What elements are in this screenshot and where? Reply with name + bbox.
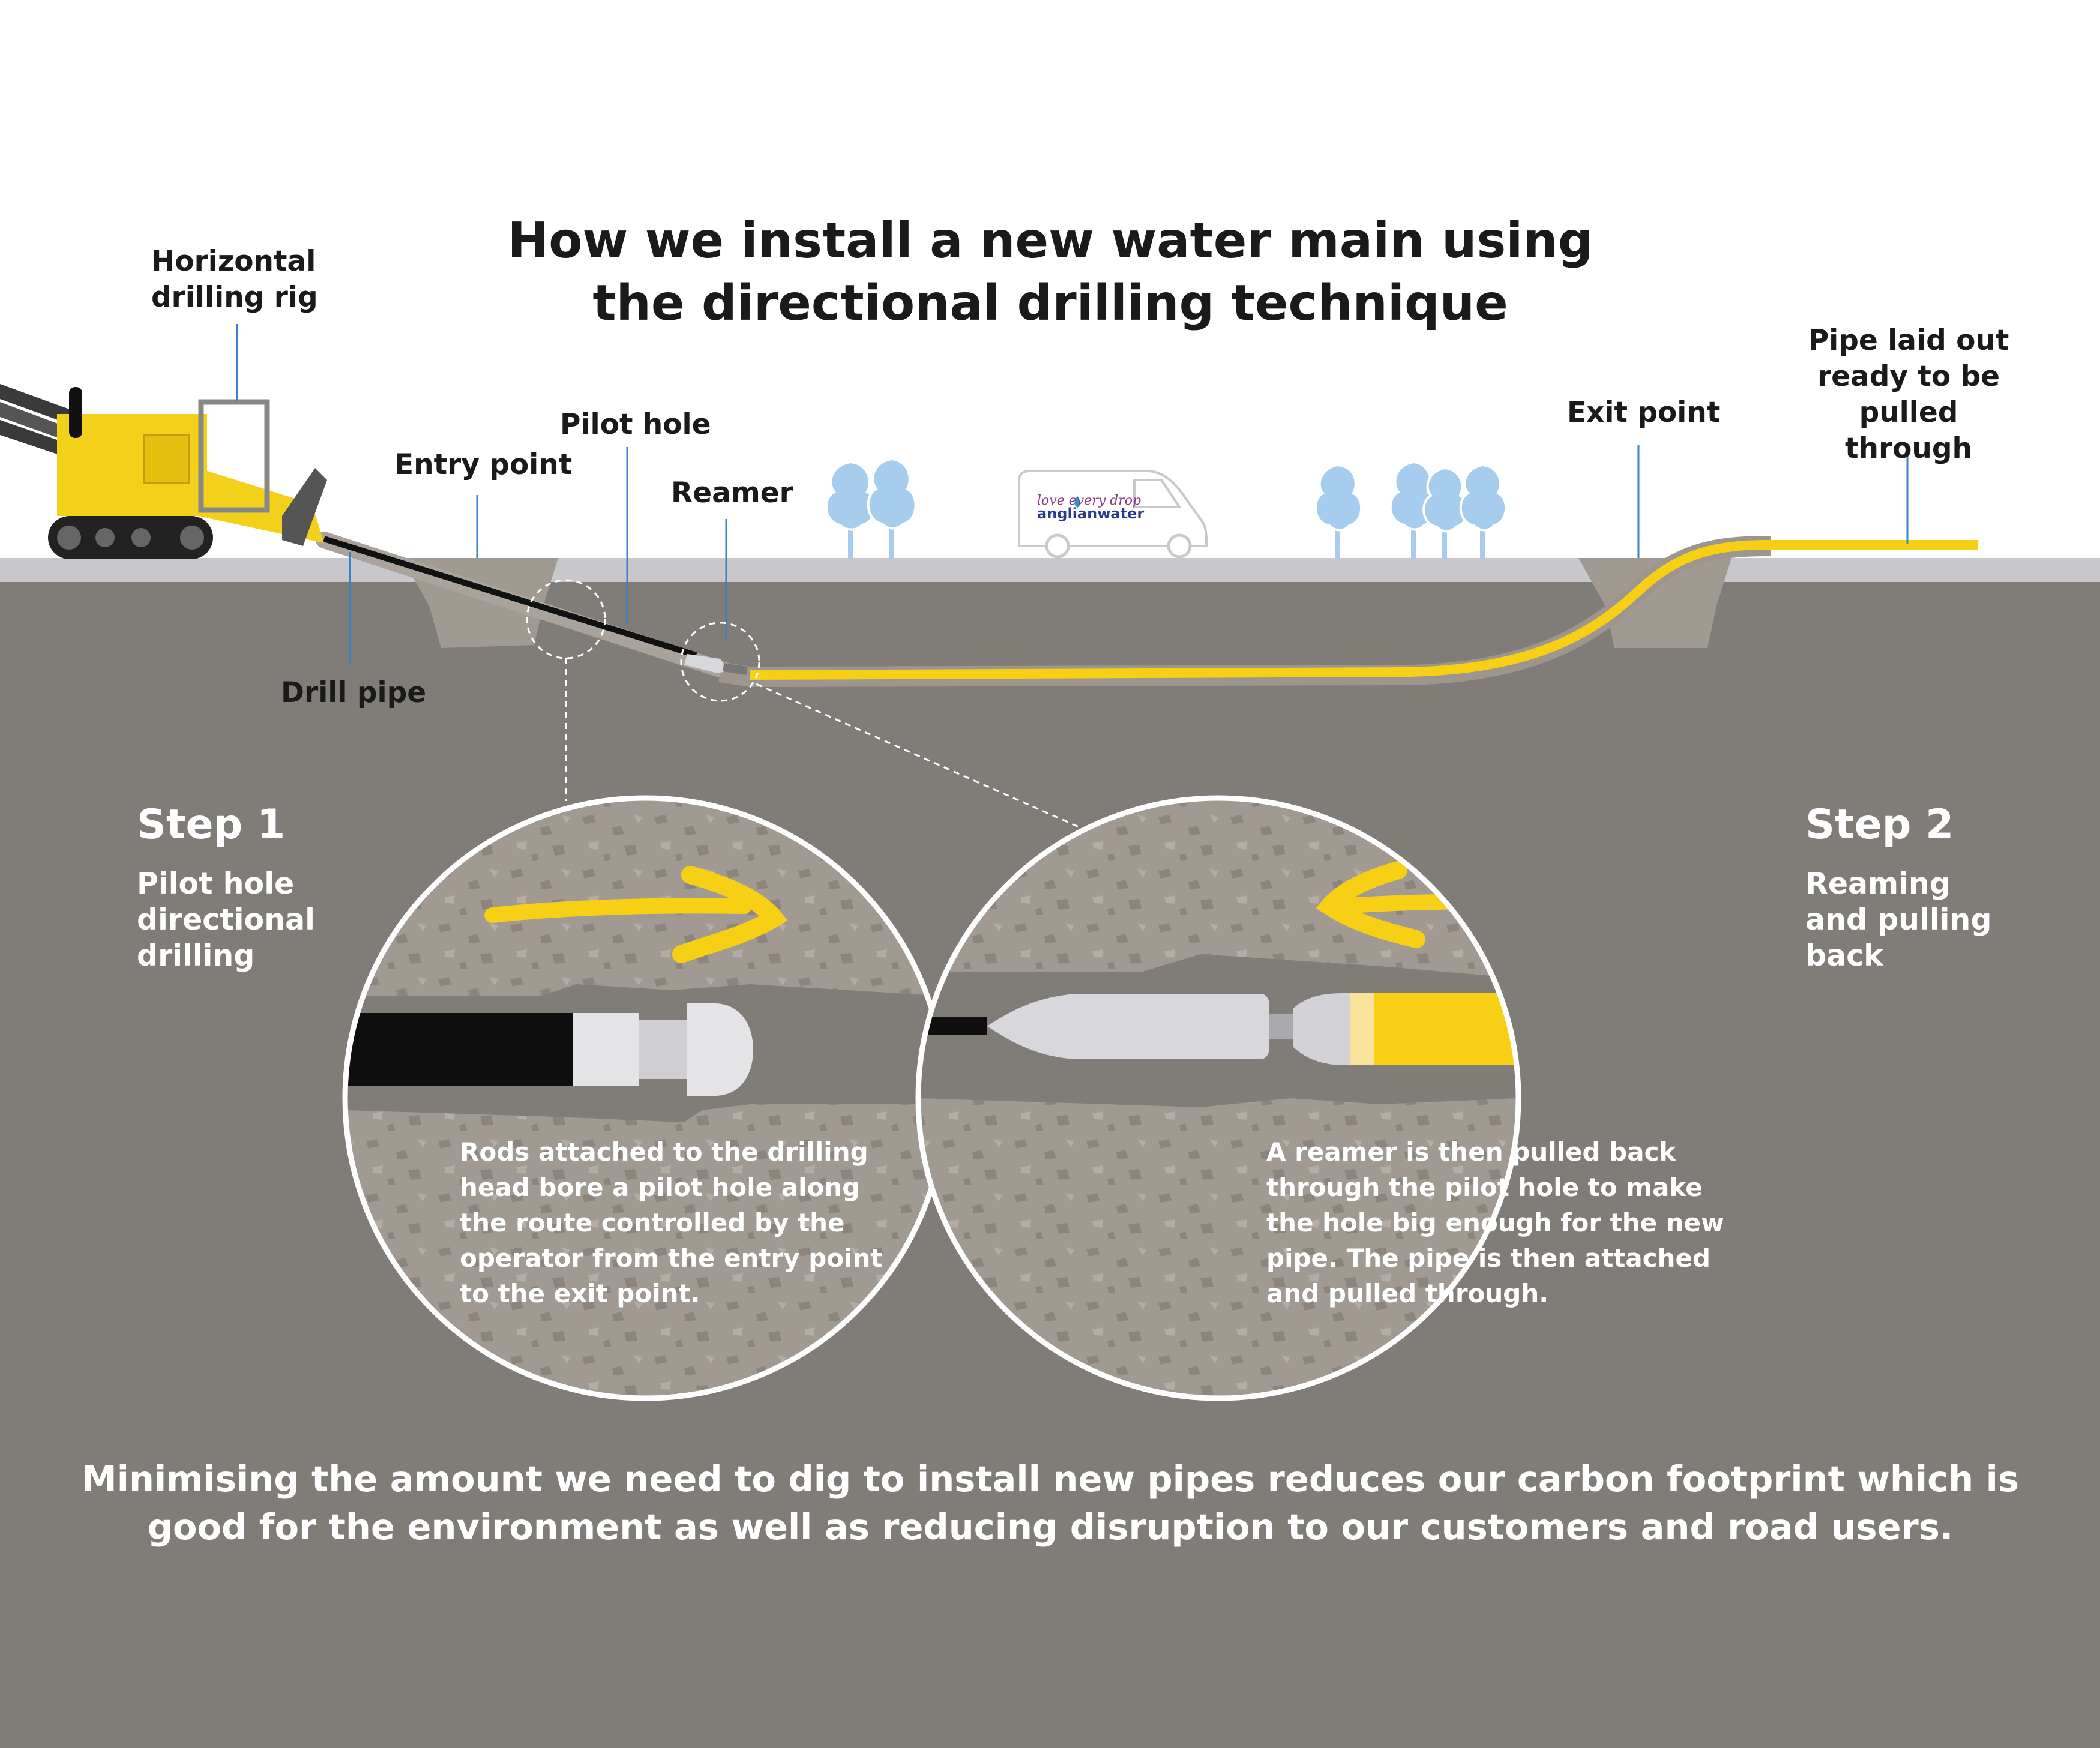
step-2-frame xyxy=(915,795,1521,1401)
van-logo-brand: anglianwater xyxy=(1037,505,1145,522)
step-1-detail xyxy=(345,798,945,1398)
step-1-subheading: Pilot hole directional drilling xyxy=(137,866,315,973)
reamer-small xyxy=(684,654,748,675)
step-2-heading: Step 2 xyxy=(1805,801,1954,848)
step-1-heading: Step 1 xyxy=(137,801,286,848)
label-pipe-laid-out: Pipe laid out ready to be pulled through xyxy=(1808,324,2009,465)
step-2-subheading: Reaming and pulling back xyxy=(1805,866,1992,973)
label-reamer: Reamer xyxy=(671,476,793,509)
drill-pipe xyxy=(323,536,697,658)
label-exit-point: Exit point xyxy=(1567,396,1721,429)
label-horizontal-drilling-rig: Horizontal drilling rig xyxy=(151,245,318,314)
tree-icon xyxy=(825,457,1508,558)
exit-pit xyxy=(1578,558,1731,648)
drilling-rig xyxy=(0,384,327,559)
footer-message: Minimising the amount we need to dig to … xyxy=(82,1458,2019,1548)
label-drill-pipe: Drill pipe xyxy=(281,676,427,709)
van xyxy=(1018,470,1208,559)
van-logo-tagline: love every drop xyxy=(1037,493,1142,508)
label-pilot-hole: Pilot hole xyxy=(560,408,711,441)
new-pipe xyxy=(750,540,1978,680)
page-title: How we install a new water main using th… xyxy=(507,212,1593,332)
label-entry-point: Entry point xyxy=(394,448,573,481)
label-leaders xyxy=(236,324,1909,663)
step-1-description: Rods attached to the drilling head bore … xyxy=(460,1137,883,1308)
step-2-description: A reamer is then pulled back through the… xyxy=(1266,1137,1724,1308)
road-surface xyxy=(0,558,2100,582)
